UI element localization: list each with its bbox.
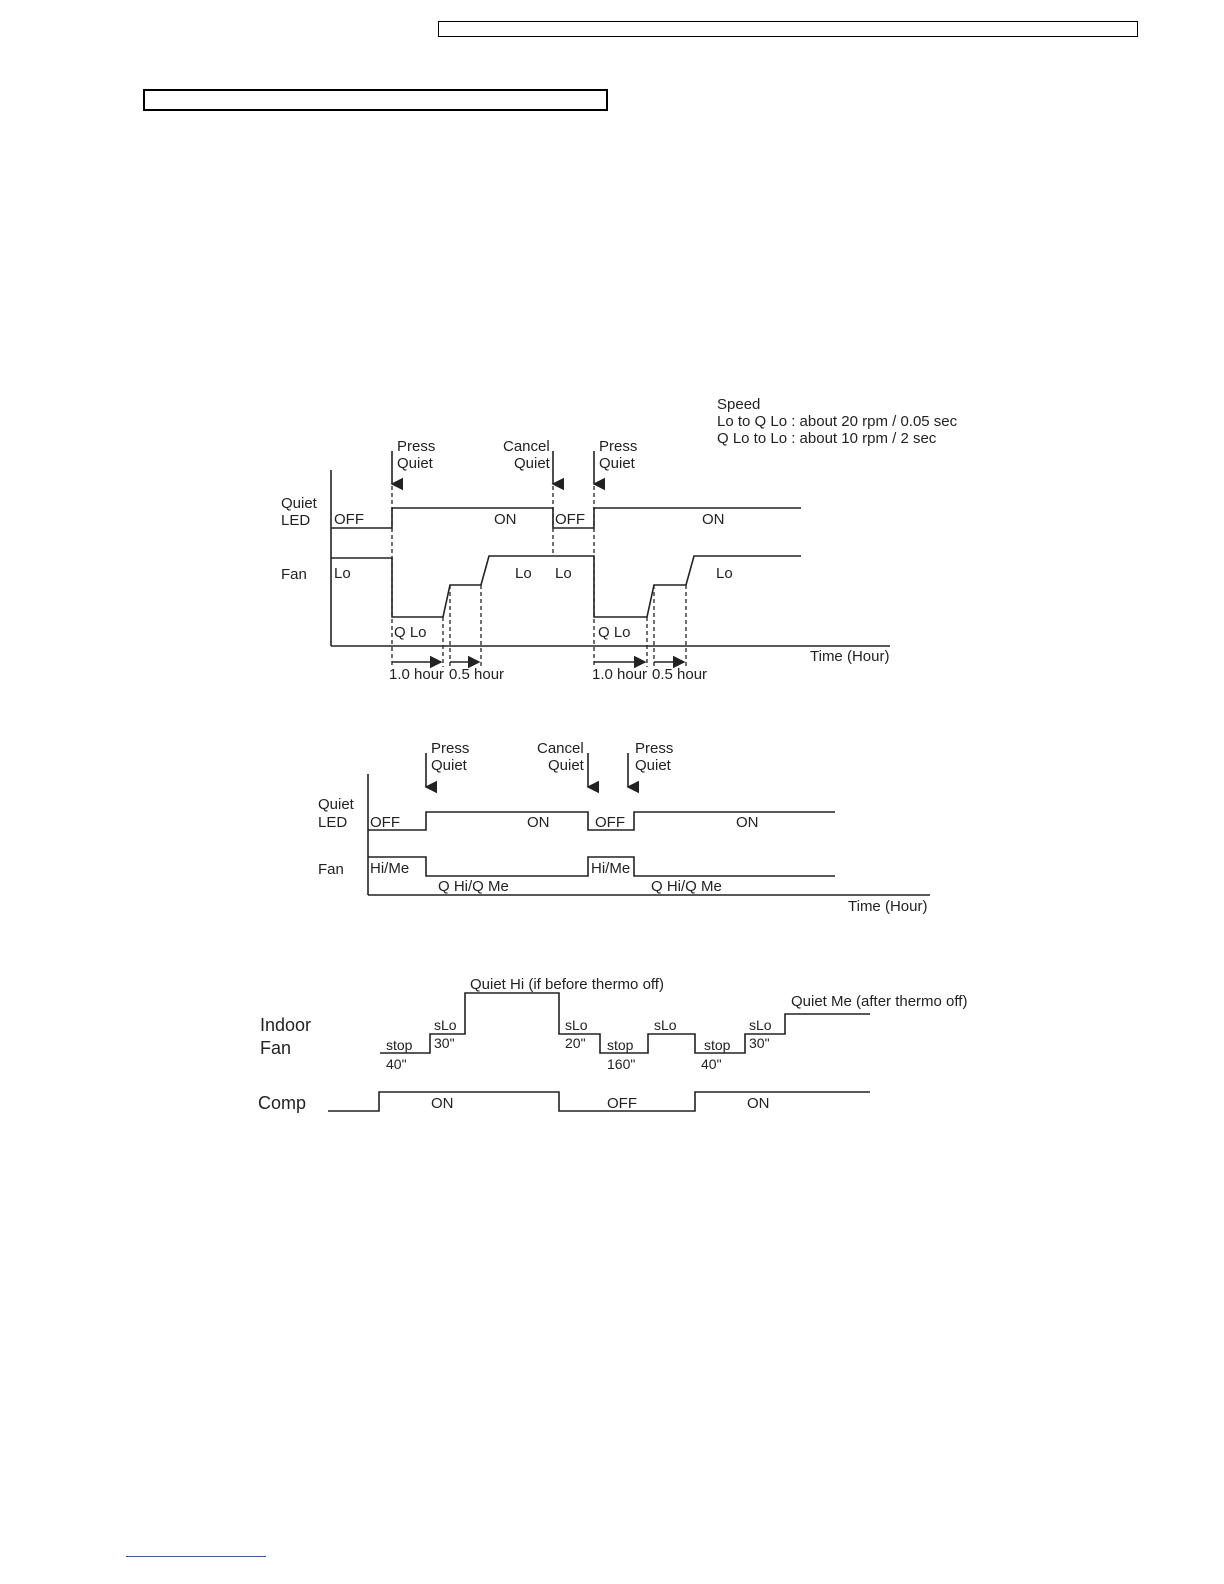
d1-event-press-1: Press <box>397 438 435 455</box>
d1-led-off-2: OFF <box>555 511 585 528</box>
d1-fan-qlo-2: Q Lo <box>598 624 631 641</box>
d2-led-waveform <box>368 811 835 831</box>
d1-duration-1: 1.0 hour <box>389 666 444 683</box>
header-top-box <box>438 21 1138 37</box>
d3-time-40-2: 40" <box>701 1056 722 1072</box>
d3-quiet-hi: Quiet Hi (if before thermo off) <box>470 976 664 993</box>
d1-label-quiet: Quiet <box>281 495 318 512</box>
d2-fan-hime-1: Hi/Me <box>370 860 409 877</box>
d1-fan-waveform <box>331 555 801 618</box>
d3-stop-2: stop <box>607 1037 634 1053</box>
d3-slo-1: sLo <box>434 1017 457 1033</box>
d3-stop-3: stop <box>704 1037 731 1053</box>
diagram-quiet-hi-me: Press Quiet Cancel Quiet Press Quiet Qui… <box>318 740 930 915</box>
d3-comp-off: OFF <box>607 1095 637 1112</box>
d1-duration-3: 1.0 hour <box>592 666 647 683</box>
d3-slo-2: sLo <box>565 1017 588 1033</box>
d3-label-indoor: Indoor <box>260 1015 311 1035</box>
speed-note: Speed Lo to Q Lo : about 20 rpm / 0.05 s… <box>717 396 958 447</box>
d3-stop-1: stop <box>386 1037 413 1053</box>
d3-fan-waveform <box>380 992 870 1054</box>
d2-fan-qhi-2: Q Hi/Q Me <box>651 878 722 895</box>
d2-event-press-1b: Quiet <box>431 757 468 774</box>
d2-led-on-2: ON <box>736 814 759 831</box>
d2-led-off-1: OFF <box>370 814 400 831</box>
d3-slo-3: sLo <box>654 1017 677 1033</box>
d1-event-cancel: Cancel <box>503 438 550 455</box>
d1-duration-2: 0.5 hour <box>449 666 504 683</box>
d1-event-cancel-b: Quiet <box>514 455 551 472</box>
d1-label-led: LED <box>281 512 310 529</box>
d3-slo-4: sLo <box>749 1017 772 1033</box>
d2-label-quiet: Quiet <box>318 796 355 813</box>
d3-comp-waveform <box>328 1091 870 1112</box>
d3-time-20: 20" <box>565 1035 586 1051</box>
d2-axis-label: Time (Hour) <box>848 898 927 915</box>
d2-event-cancel-b: Quiet <box>548 757 585 774</box>
d3-time-30-2: 30" <box>749 1035 770 1051</box>
d2-led-on-1: ON <box>527 814 550 831</box>
d3-comp-on-1: ON <box>431 1095 454 1112</box>
d2-fan-qhi-1: Q Hi/Q Me <box>438 878 509 895</box>
d1-event-press-2b: Quiet <box>599 455 636 472</box>
d3-label-fan: Fan <box>260 1038 291 1058</box>
d1-led-on-1: ON <box>494 511 517 528</box>
diagram-quiet-lo: Press Quiet Cancel Quiet Press Quiet Qui… <box>281 438 890 683</box>
d1-fan-qlo-1: Q Lo <box>394 624 427 641</box>
d3-time-30-1: 30" <box>434 1035 455 1051</box>
d1-event-press-1b: Quiet <box>397 455 434 472</box>
speed-line-1: Lo to Q Lo : about 20 rpm / 0.05 sec <box>717 413 958 430</box>
d3-time-160: 160" <box>607 1056 635 1072</box>
d2-event-cancel: Cancel <box>537 740 584 757</box>
d3-time-40-1: 40" <box>386 1056 407 1072</box>
d3-label-comp: Comp <box>258 1093 306 1113</box>
d1-axis-label: Time (Hour) <box>810 648 889 665</box>
d2-event-press-1: Press <box>431 740 469 757</box>
d2-event-press-2: Press <box>635 740 673 757</box>
d1-duration-4: 0.5 hour <box>652 666 707 683</box>
d3-quiet-me: Quiet Me (after thermo off) <box>791 993 967 1010</box>
d3-comp-on-2: ON <box>747 1095 770 1112</box>
d1-fan-lo-1: Lo <box>334 565 351 582</box>
d2-led-off-2: OFF <box>595 814 625 831</box>
d1-led-off-1: OFF <box>334 511 364 528</box>
d2-event-press-2b: Quiet <box>635 757 672 774</box>
d2-fan-waveform <box>368 856 835 877</box>
d2-fan-hime-2: Hi/Me <box>591 860 630 877</box>
d1-event-press-2: Press <box>599 438 637 455</box>
footer-link-underline[interactable] <box>126 1556 266 1557</box>
d2-label-led: LED <box>318 814 347 831</box>
section-title-box <box>143 89 608 111</box>
d1-led-on-2: ON <box>702 511 725 528</box>
d1-fan-lo-3: Lo <box>555 565 572 582</box>
d1-fan-lo-2: Lo <box>515 565 532 582</box>
d2-label-fan: Fan <box>318 861 344 878</box>
d1-fan-lo-4: Lo <box>716 565 733 582</box>
d1-label-fan: Fan <box>281 566 307 583</box>
diagram-indoor-fan-comp: Indoor Fan Comp Quiet Hi (if before ther… <box>258 976 967 1113</box>
speed-title: Speed <box>717 396 760 413</box>
speed-line-2: Q Lo to Lo : about 10 rpm / 2 sec <box>717 430 937 447</box>
